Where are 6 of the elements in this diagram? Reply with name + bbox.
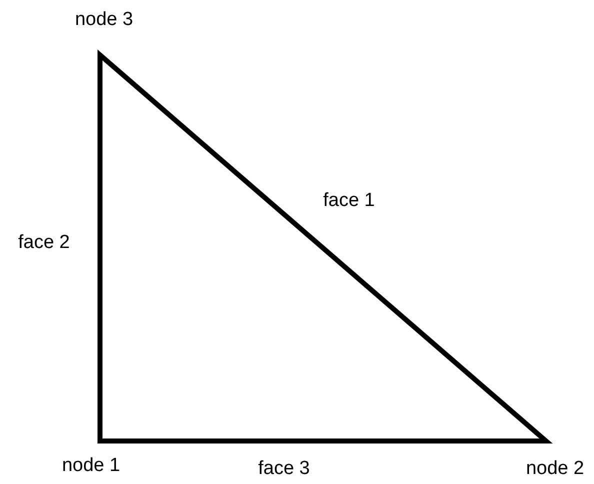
- vertex-face-label: node 2: [526, 458, 584, 480]
- vertex-face-label: node 3: [74, 9, 134, 31]
- vertex-face-label: node 1: [62, 455, 120, 477]
- vertex-face-label: face 2: [18, 232, 70, 254]
- vertex-face-label: face 3: [258, 458, 310, 480]
- vertex-face-label: face 1: [323, 190, 375, 212]
